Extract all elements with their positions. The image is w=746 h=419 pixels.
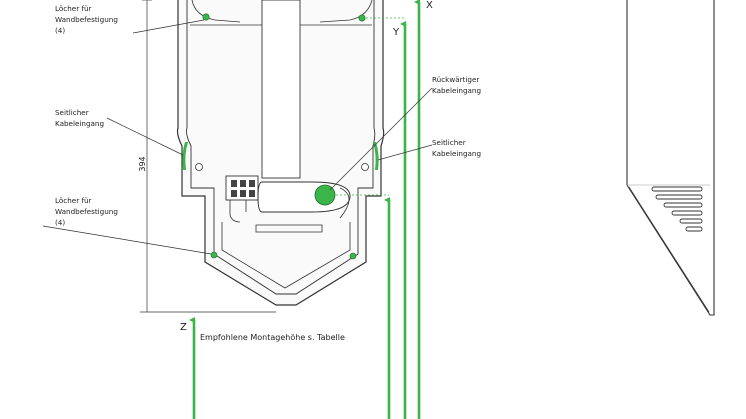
center-channel	[261, 0, 301, 179]
front-view	[176, 0, 385, 306]
svg-text:Seitlicher: Seitlicher	[432, 138, 466, 147]
svg-text:Löcher für: Löcher für	[55, 196, 92, 205]
side-entry-left	[182, 142, 188, 170]
label-holes-top: Löcher für Wandbefestigung (4)	[55, 4, 118, 35]
side-entry-right	[373, 142, 379, 170]
svg-text:(4): (4)	[55, 26, 65, 35]
svg-text:Wandbefestigung: Wandbefestigung	[55, 15, 118, 24]
svg-text:Löcher für: Löcher für	[55, 4, 92, 13]
accents	[182, 13, 379, 260]
label-holes-bottom: Löcher für Wandbefestigung (4)	[55, 196, 118, 227]
terminal-block	[225, 175, 259, 223]
label-side-entry-right: Seitlicher Kabeleingang	[432, 138, 481, 158]
svg-text:Kabeleingang: Kabeleingang	[432, 86, 481, 95]
label-rear-entry: Rückwärtiger Kabeleingang	[432, 75, 481, 95]
svg-text:(4): (4)	[55, 218, 65, 227]
mounting-hole-bottom-left	[210, 251, 218, 259]
side-view	[626, 0, 715, 316]
dimension-label: 394	[138, 156, 147, 171]
rear-entry-slot	[257, 181, 351, 213]
leader-lines	[42, 19, 433, 255]
svg-text:Kabeleingang: Kabeleingang	[55, 119, 104, 128]
axis-x-label: X	[426, 0, 433, 11]
housing-inner	[186, 0, 376, 295]
side-outline	[626, 0, 715, 316]
svg-text:Wandbefestigung: Wandbefestigung	[55, 207, 118, 216]
axis-z-label: Z	[180, 322, 187, 333]
dimension-394	[140, 0, 276, 313]
label-mounting-height: Empfohlene Montagehöhe s. Tabelle	[200, 333, 345, 342]
svg-text:Seitlicher: Seitlicher	[55, 108, 89, 117]
mounting-hole-bottom-right	[349, 252, 357, 260]
svg-text:Rückwärtiger: Rückwärtiger	[432, 75, 479, 84]
mounting-hole-top-left	[202, 13, 210, 21]
axis-arrows	[189, 0, 421, 419]
axis-y-label: Y	[392, 27, 400, 38]
svg-text:Kabeleingang: Kabeleingang	[432, 149, 481, 158]
vent-slots	[651, 186, 703, 232]
label-side-entry-left: Seitlicher Kabeleingang	[55, 108, 104, 128]
